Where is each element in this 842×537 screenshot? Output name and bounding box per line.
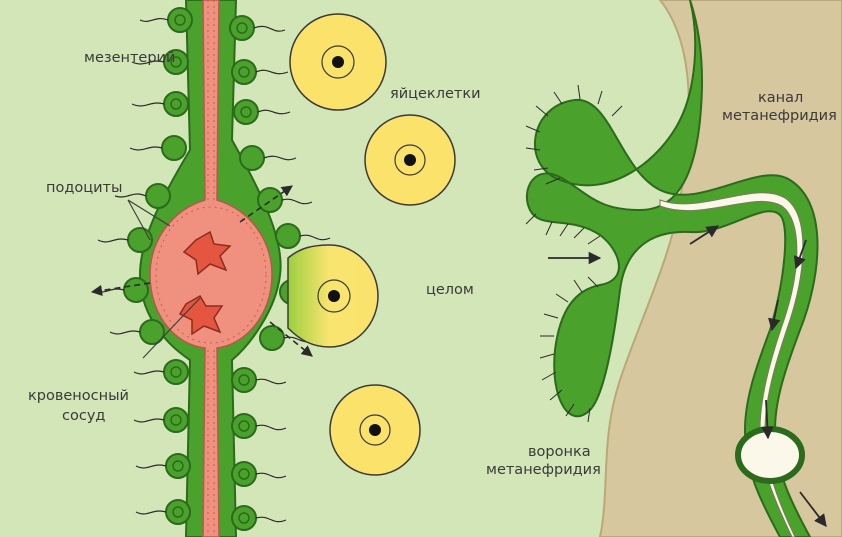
label-mesentery: мезентерий bbox=[84, 50, 175, 66]
label-funnel-2: метанефридия bbox=[486, 462, 601, 478]
label-vessel-2: сосуд bbox=[62, 408, 105, 424]
label-canal-2: метанефридия bbox=[722, 108, 837, 124]
egg-middle bbox=[365, 115, 455, 205]
egg-top bbox=[290, 14, 386, 110]
label-eggs: яйцеклетки bbox=[390, 86, 481, 102]
label-podocytes: подоциты bbox=[46, 180, 122, 196]
egg-bottom bbox=[330, 385, 420, 475]
label-funnel-1: воронка bbox=[528, 444, 591, 460]
label-canal-1: канал bbox=[758, 90, 803, 106]
label-coelom: целом bbox=[426, 282, 474, 298]
label-vessel-1: кровеносный bbox=[28, 388, 129, 404]
egg-attached bbox=[288, 245, 378, 347]
